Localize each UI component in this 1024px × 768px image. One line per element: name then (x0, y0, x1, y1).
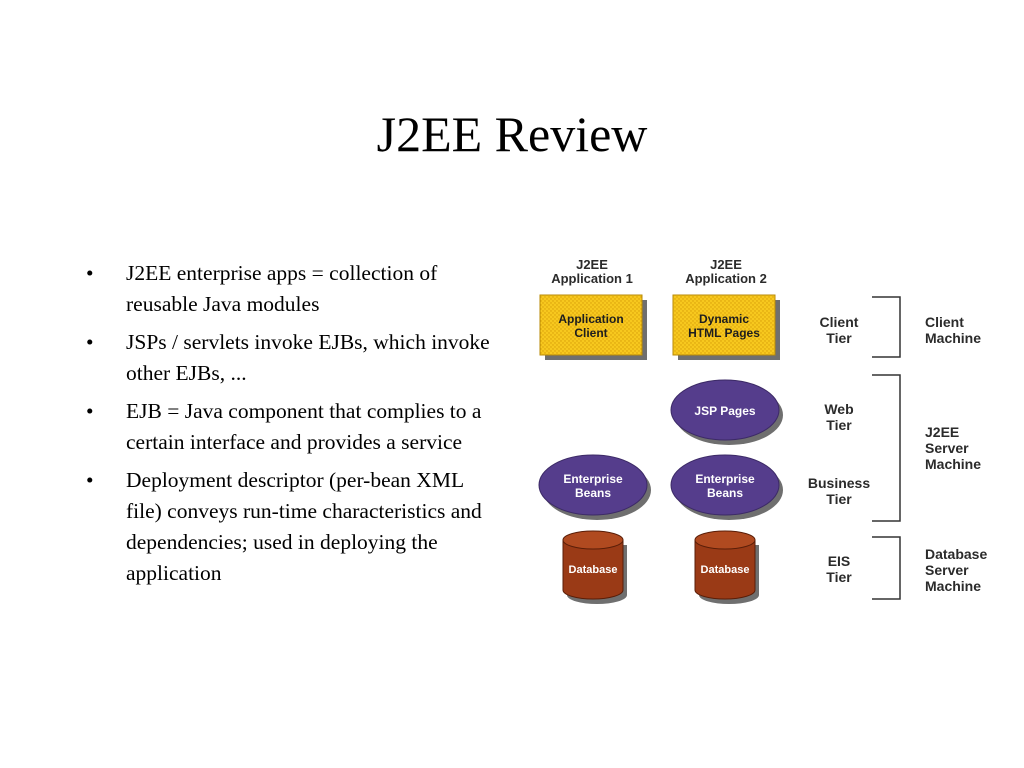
database-machine-line1: Database (925, 546, 987, 562)
eis-tier-line2: Tier (826, 569, 852, 585)
jsp-pages-label: JSP Pages (694, 404, 755, 418)
bullet-dot-icon: • (86, 330, 94, 354)
dynamic-html-pages-box: Dynamic HTML Pages (672, 294, 780, 360)
database-machine-line3: Machine (925, 578, 981, 594)
bullet-item: • JSPs / servlets invoke EJBs, which invo… (86, 327, 496, 389)
slide-title: J2EE Review (376, 106, 648, 162)
jsp-pages-ellipse: JSP Pages (670, 379, 783, 445)
application-client-line2: Client (574, 326, 607, 340)
server-machine-line1: J2EE (925, 424, 959, 440)
business-tier-line1: Business (808, 475, 870, 491)
enterprise-beans-ellipse-2: Enterprise Beans (670, 454, 783, 520)
bullet-item: • Deployment descriptor (per-bean XML fil… (86, 465, 496, 589)
business-tier-line2: Tier (826, 491, 852, 507)
database-cylinder-2: Database (694, 530, 759, 604)
app2-header-line1: J2EE (710, 257, 742, 272)
client-tier-line2: Tier (826, 330, 852, 346)
app2-header-line2: Application 2 (685, 271, 767, 286)
database-cylinder-1: Database (562, 530, 627, 604)
client-machine-line1: Client (925, 314, 964, 330)
bullet-text: EJB = Java component that complies to a … (126, 399, 482, 454)
app1-header-line1: J2EE (576, 257, 608, 272)
enterprise-beans-1-line2: Beans (575, 486, 611, 500)
bullet-text: JSPs / servlets invoke EJBs, which invok… (126, 330, 490, 385)
enterprise-beans-2-line1: Enterprise (695, 472, 755, 486)
j2ee-architecture-diagram: J2EE Application 1 J2EE Application 2 Ap… (538, 257, 987, 604)
bullet-dot-icon: • (86, 399, 94, 423)
enterprise-beans-2-line2: Beans (707, 486, 743, 500)
application-client-box: Application Client (539, 294, 647, 360)
bullet-item: • J2EE enterprise apps = collection of re… (86, 258, 496, 320)
dynamic-html-line2: HTML Pages (688, 326, 760, 340)
client-tier-line1: Client (820, 314, 859, 330)
server-machine-line3: Machine (925, 456, 981, 472)
database-machine-bracket (872, 536, 901, 600)
dynamic-html-line1: Dynamic (699, 312, 749, 326)
enterprise-beans-ellipse-1: Enterprise Beans (538, 454, 651, 520)
bullet-dot-icon: • (86, 468, 94, 492)
web-tier-line2: Tier (826, 417, 852, 433)
web-tier-line1: Web (824, 401, 853, 417)
client-machine-bracket (872, 296, 901, 358)
database-2-label: Database (701, 564, 750, 576)
database-1-label: Database (569, 564, 618, 576)
bullet-list: • J2EE enterprise apps = collection of re… (86, 258, 496, 596)
server-machine-line2: Server (925, 440, 969, 456)
app1-header-line2: Application 1 (551, 271, 633, 286)
application-client-line1: Application (558, 312, 623, 326)
bullet-text: J2EE enterprise apps = collection of reu… (126, 261, 438, 316)
eis-tier-line1: EIS (828, 553, 851, 569)
enterprise-beans-1-line1: Enterprise (563, 472, 623, 486)
bullet-dot-icon: • (86, 261, 94, 285)
server-machine-bracket (872, 374, 901, 522)
bullet-text: Deployment descriptor (per-bean XML file… (126, 468, 482, 585)
database-machine-line2: Server (925, 562, 969, 578)
client-machine-line2: Machine (925, 330, 981, 346)
bullet-item: • EJB = Java component that complies to a… (86, 396, 496, 458)
